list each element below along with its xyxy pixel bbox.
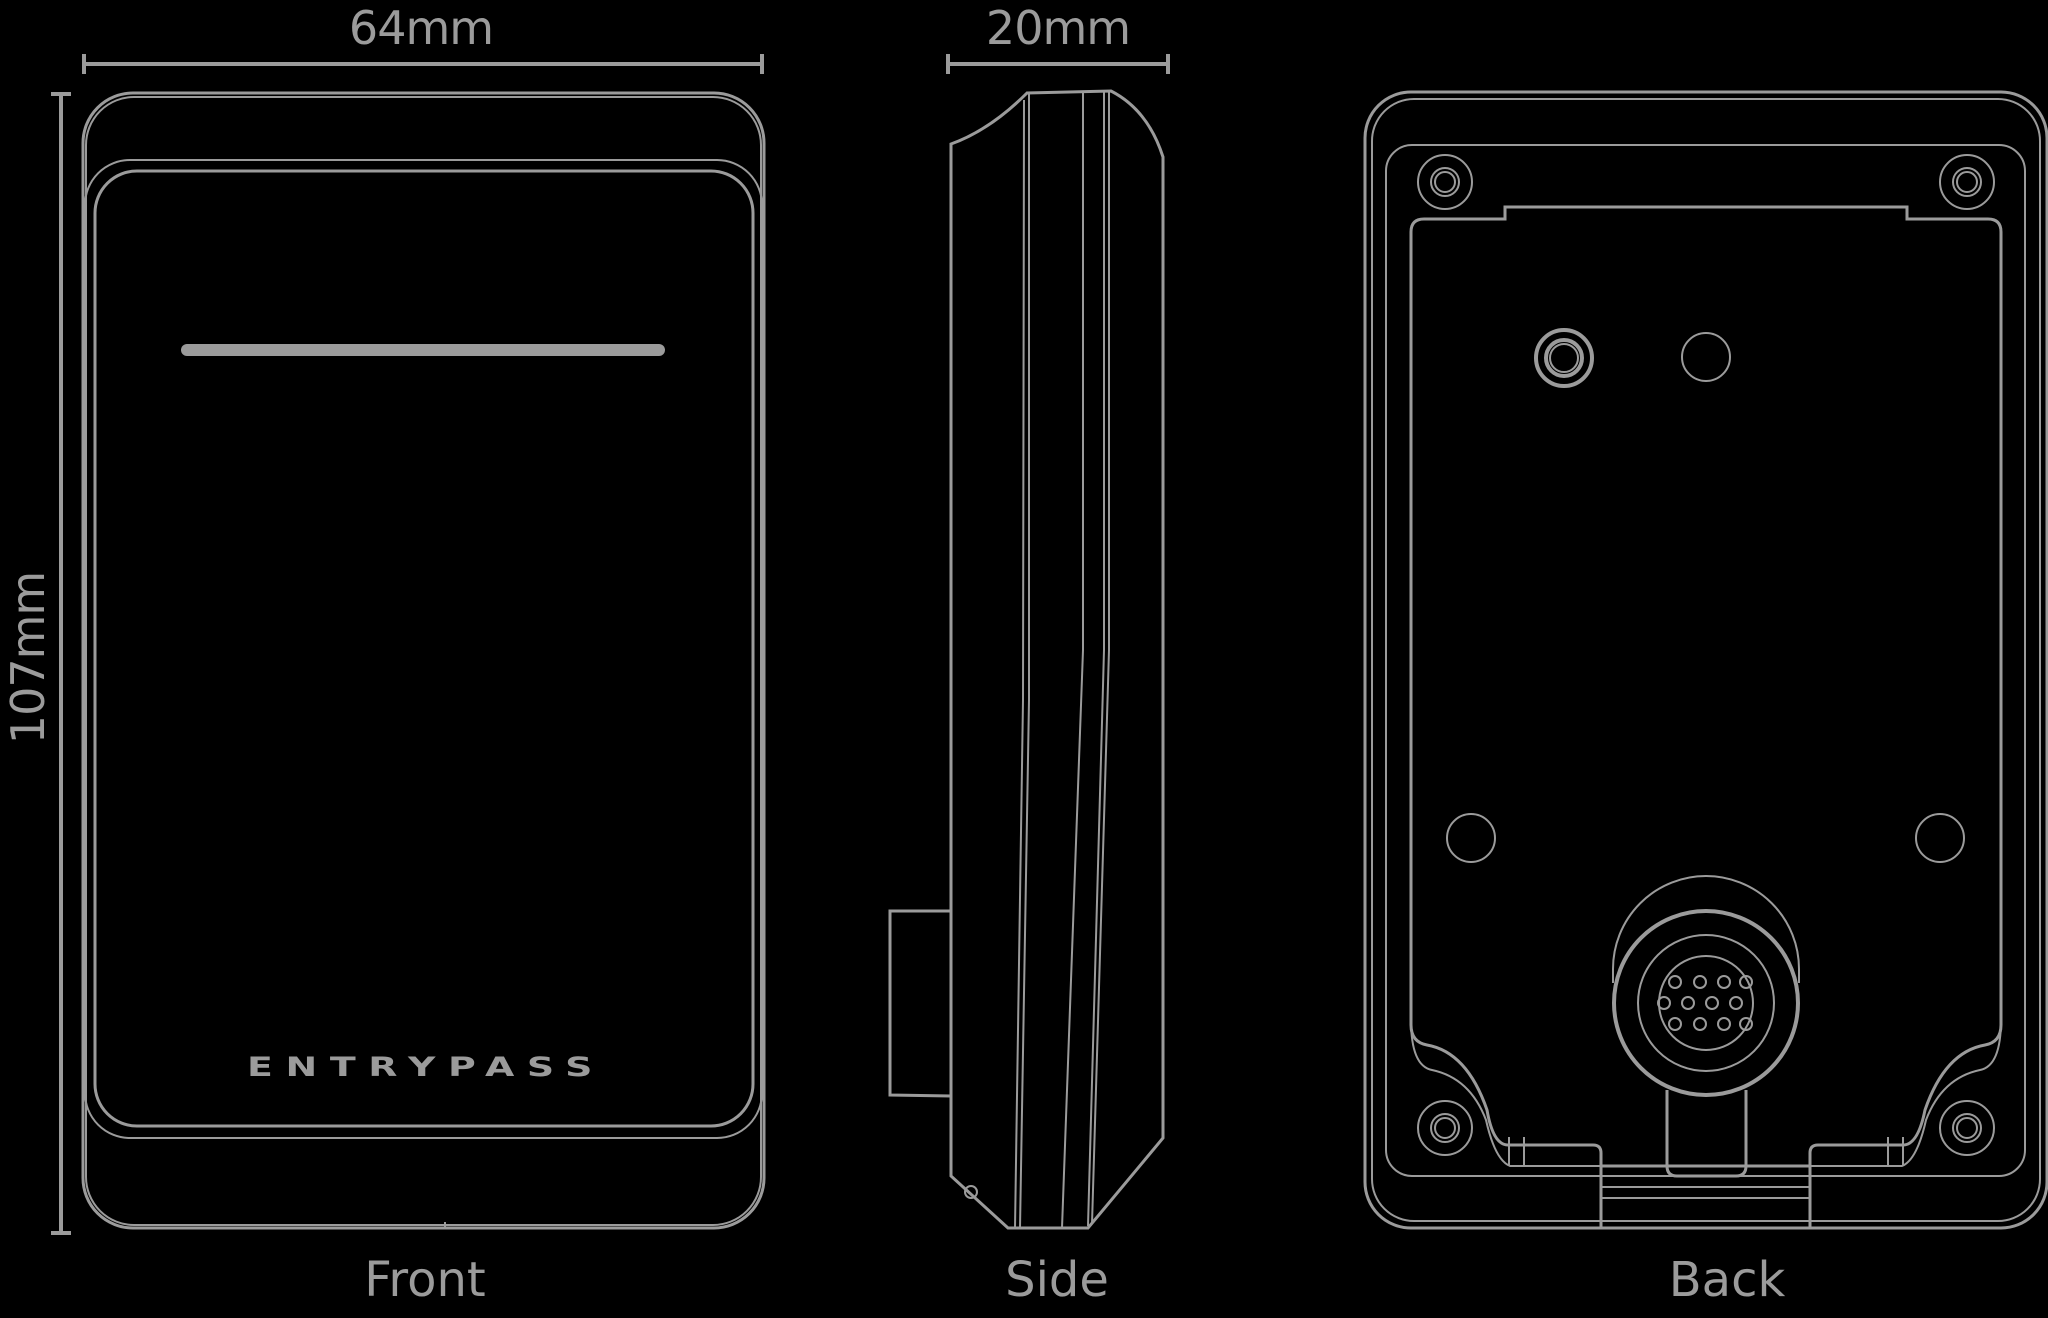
- dimension-height: 107mm: [1, 92, 71, 1235]
- mounting-hole-upper: [1681, 332, 1731, 382]
- dimension-width: 64mm: [82, 1, 764, 74]
- back-view-label: Back: [1669, 1252, 1786, 1308]
- cable-connector: [1612, 875, 1800, 1178]
- brand-logo: ENTRYPASS: [247, 1052, 605, 1083]
- tamper-switch-hole: [1534, 328, 1594, 388]
- connector-pins: [1657, 975, 1753, 1031]
- mounting-hole-right: [1915, 813, 1965, 863]
- screw-top-left: [1417, 154, 1473, 210]
- dimension-depth: 20mm: [946, 1, 1170, 74]
- back-view: Back: [1363, 90, 2048, 1308]
- dimension-width-label: 64mm: [349, 1, 493, 55]
- screw-bottom-right: [1939, 1100, 1995, 1156]
- front-housing-outline: [81, 91, 766, 1230]
- dimension-depth-label: 20mm: [986, 1, 1130, 55]
- front-view-label: Front: [364, 1252, 485, 1308]
- led-indicator-bar: [181, 344, 665, 356]
- side-view-label: Side: [1005, 1252, 1109, 1308]
- front-bezel-inner: [93, 169, 755, 1128]
- back-housing-outline: [1363, 90, 2048, 1230]
- front-view: ENTRYPASS Front: [81, 91, 766, 1308]
- dimension-height-label: 107mm: [1, 572, 55, 744]
- side-body-outline: [949, 89, 1165, 1230]
- side-view: Side: [888, 89, 1165, 1308]
- mounting-hole-left: [1446, 813, 1496, 863]
- screw-top-right: [1939, 154, 1995, 210]
- side-mount-bracket: [888, 909, 952, 1098]
- screw-bottom-left: [1417, 1100, 1473, 1156]
- front-bezel-outer: [84, 159, 763, 1139]
